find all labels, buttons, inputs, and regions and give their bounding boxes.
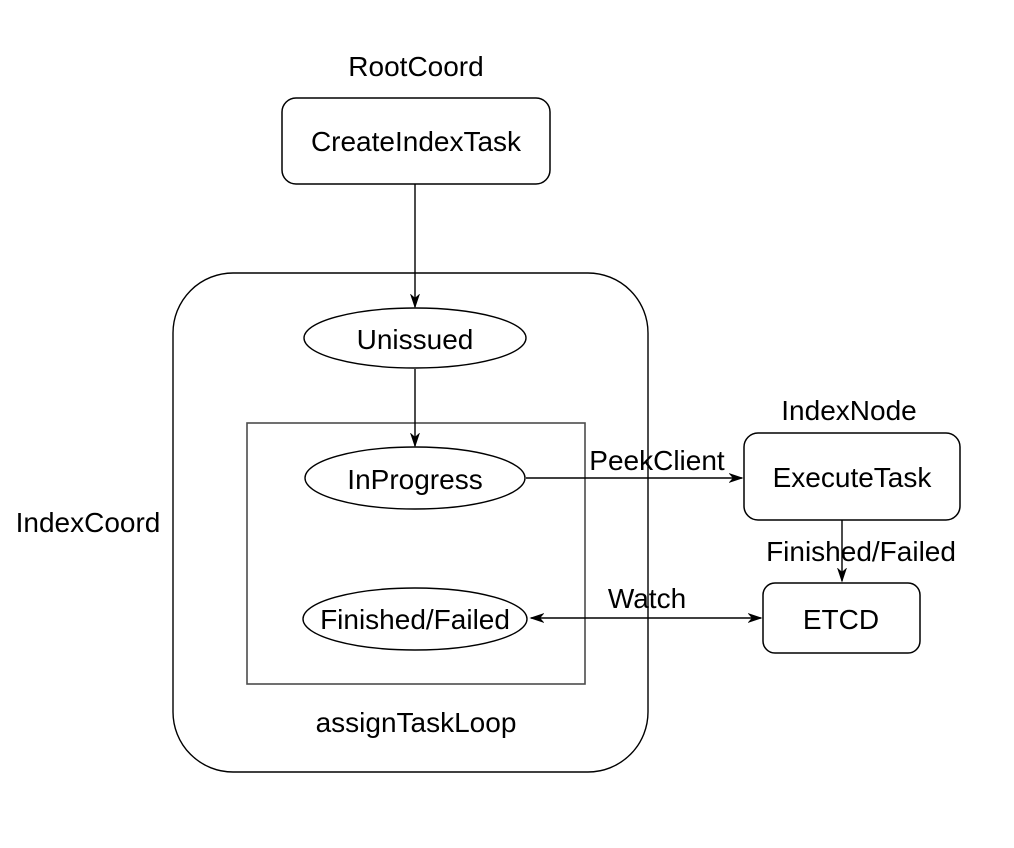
group-label-indexnode: IndexNode <box>781 395 916 426</box>
node-createindextask <box>281 97 551 185</box>
edge-label-finishedfailed: Finished/Failed <box>766 536 956 567</box>
state-label-finishedfailed: Finished/Failed <box>320 604 510 635</box>
node-executetask <box>743 432 961 521</box>
state-inprogress <box>304 446 526 510</box>
state-label-inprogress: InProgress <box>347 464 482 495</box>
node-label-etcd: ETCD <box>803 604 879 635</box>
container-assigntaskloop <box>246 422 586 685</box>
state-finishedfailed <box>302 587 528 651</box>
state-unissued <box>303 307 527 369</box>
state-label-unissued: Unissued <box>357 324 474 355</box>
edge-label-watch: Watch <box>608 583 686 614</box>
node-etcd <box>762 582 921 654</box>
edge-label-peekclient: PeekClient <box>589 445 725 476</box>
group-label-assigntaskloop: assignTaskLoop <box>316 707 517 738</box>
node-label-executetask: ExecuteTask <box>773 462 933 493</box>
container-indexcoord <box>172 272 649 773</box>
group-label-rootcoord: RootCoord <box>348 51 483 82</box>
node-label-createindextask: CreateIndexTask <box>311 126 522 157</box>
group-label-indexcoord: IndexCoord <box>16 507 161 538</box>
